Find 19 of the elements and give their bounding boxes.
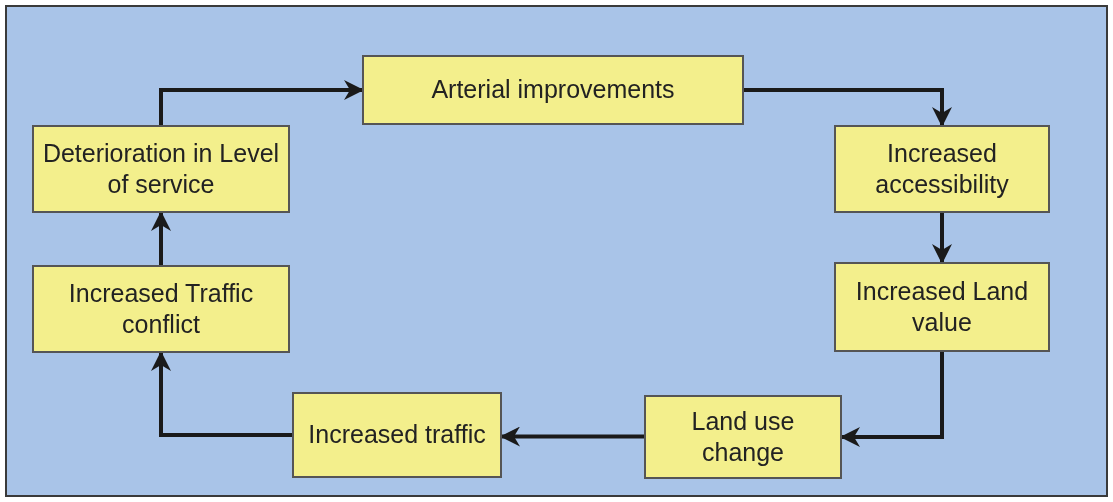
- arrow: [932, 213, 952, 264]
- box-label: Increased traffic: [308, 419, 486, 451]
- box-label: Increased Land value: [854, 275, 1030, 338]
- box-label: Land use change: [690, 405, 796, 468]
- arrow: [151, 351, 292, 437]
- process-box: [834, 125, 1050, 213]
- arrow: [744, 88, 952, 127]
- process-box: [834, 262, 1050, 352]
- process-box: [362, 55, 744, 125]
- process-box: [32, 265, 290, 353]
- box-label: Increased Traffic conflict: [67, 277, 255, 340]
- process-box: [32, 125, 290, 213]
- arrow: [151, 211, 171, 265]
- box-label: Arterial improvements: [431, 74, 675, 106]
- process-box: [644, 395, 842, 479]
- box-label: Increased accessibility: [874, 137, 1010, 200]
- box-label: Deterioration in Level of service: [42, 137, 280, 200]
- arrow: [159, 80, 364, 125]
- process-box: [292, 392, 502, 478]
